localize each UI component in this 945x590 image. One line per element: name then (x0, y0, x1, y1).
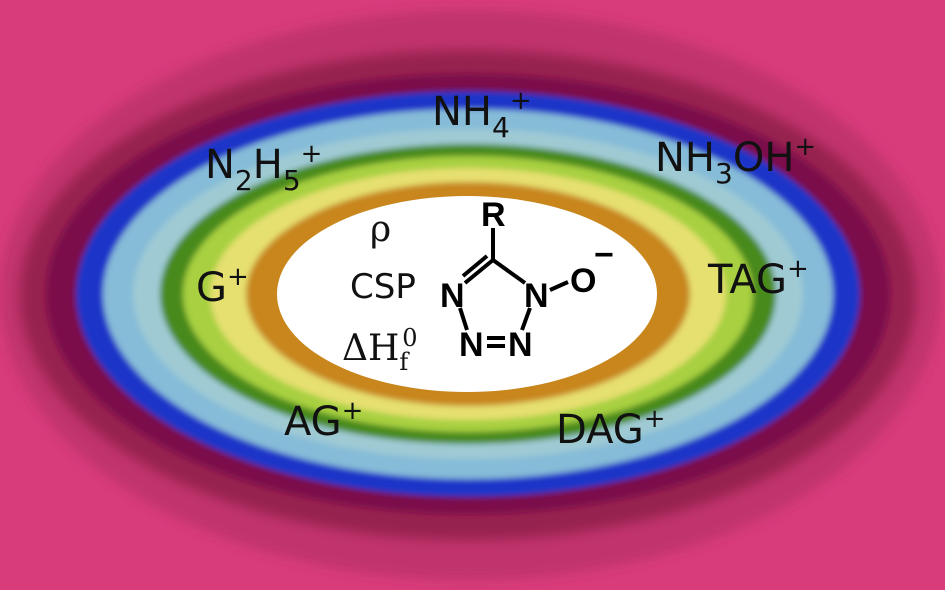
dag-sup: + (643, 404, 666, 434)
ag-main: AG (284, 399, 342, 445)
ammonium-sup: + (509, 86, 532, 116)
label-triaminoguanidinium: TAG+ (708, 256, 809, 303)
label-diaminoguanidinium: DAG+ (556, 406, 666, 453)
hydrazinium-sub1: 2 (234, 164, 253, 197)
atom-o: O (570, 262, 596, 300)
label-guanidinium: G+ (196, 264, 249, 311)
hydroxylammonium-a: NH (655, 135, 715, 181)
hydroxylammonium-sup: + (794, 132, 817, 162)
atom-n-left: N (440, 277, 465, 315)
atom-n-bottom-right: N (508, 326, 533, 364)
label-hydroxylammonium: NH3OH+ (655, 134, 816, 188)
label-aminoguanidinium: AG+ (284, 398, 363, 445)
tag-sup: + (786, 254, 809, 284)
hydrazinium-sup: + (300, 139, 323, 169)
tetrazolate-structure (458, 228, 569, 348)
atom-n-right: N (524, 277, 549, 315)
tag-main: TAG (708, 257, 787, 303)
hydrazinium-h: H (252, 142, 283, 188)
property-csp: CSP (350, 267, 416, 307)
label-hydrazinium: N2H5+ (205, 141, 322, 195)
ag-sup: + (341, 396, 364, 426)
enthalpy-sub: f (399, 348, 409, 376)
atom-n-bottom-left: N (459, 326, 484, 364)
hydroxylammonium-sub: 3 (715, 157, 733, 190)
hydrazinium-sub2: 5 (282, 164, 301, 197)
hydroxylammonium-b: OH (732, 135, 795, 181)
guanidinium-main: G (196, 265, 227, 311)
center-ellipse (277, 196, 657, 392)
guanidinium-sup: + (227, 262, 249, 292)
label-ammonium: NH4+ (432, 88, 532, 142)
ammonium-main: NH (432, 89, 492, 135)
property-density: ρ (370, 209, 392, 250)
hydrazinium-n: N (205, 142, 235, 188)
ammonium-sub: 4 (492, 111, 510, 144)
atom-r: R (481, 196, 506, 234)
negative-charge: − (594, 236, 614, 274)
property-enthalpy: ΔHf0 (342, 326, 418, 374)
enthalpy-main: ΔH (342, 328, 400, 369)
enthalpy-sup: 0 (402, 324, 418, 352)
dag-main: DAG (556, 407, 644, 453)
